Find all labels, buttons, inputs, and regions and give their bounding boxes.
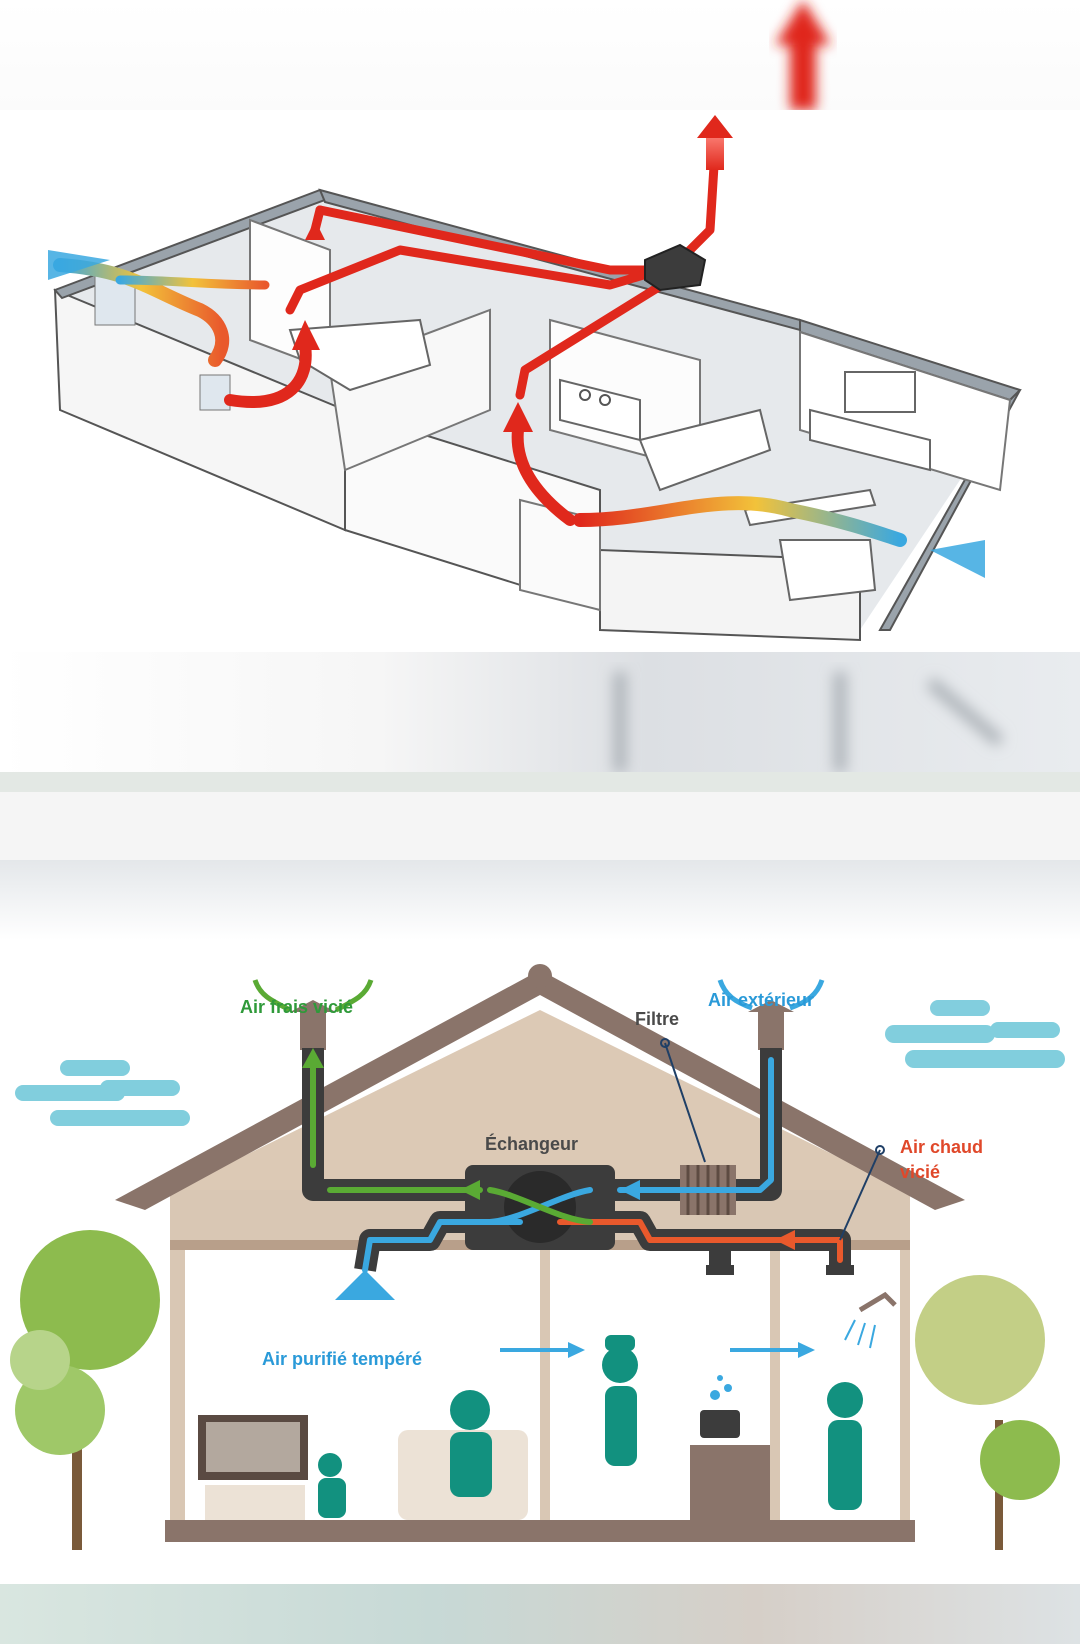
supply-vent-icon <box>335 1270 395 1300</box>
chimney-right-cap <box>748 1000 794 1012</box>
cloud-icon <box>15 1060 190 1126</box>
apartment-ventilation-svg <box>48 115 1022 642</box>
stove-burner <box>599 394 611 406</box>
chimney-left-cap <box>290 1000 336 1012</box>
exhaust-arrow-shaft <box>706 130 724 170</box>
duct-branch <box>285 245 665 315</box>
label-air-purifie-tempere: Air purifié tempéré <box>262 1349 422 1369</box>
filtre-leader-dot <box>660 1038 670 1048</box>
fresh-air-arrow-icon <box>930 540 985 578</box>
stove <box>690 1445 770 1520</box>
fresh-flow-right <box>573 496 907 547</box>
person-child-icon <box>318 1453 342 1477</box>
bathtub <box>288 318 432 392</box>
ventilation-unit <box>644 243 707 292</box>
apartment-ventilation-diagram <box>0 110 1080 652</box>
flow-arrowhead-icon <box>620 1180 640 1200</box>
label-echangeur: Échangeur <box>485 1133 578 1154</box>
chimney-right <box>758 1010 784 1050</box>
sofa <box>638 408 772 492</box>
fresh-flow-left <box>53 258 230 367</box>
flow-fresh-blue <box>617 1057 774 1193</box>
label-air-chaud-vicie-line1: Air chaud <box>900 1137 983 1157</box>
blurred-top-strip <box>0 0 1080 110</box>
extract-arrowhead-icon <box>292 320 320 350</box>
flow-supply-blue <box>362 1219 523 1273</box>
shower-icon <box>858 1291 897 1313</box>
house-foundation <box>165 1520 915 1542</box>
tv-icon <box>844 371 916 413</box>
label-air-chaud-vicie-line2: vicié <box>900 1162 940 1182</box>
person-shower-icon <box>827 1382 863 1418</box>
partition-center <box>328 308 491 472</box>
roof-ridge-cap <box>528 964 552 988</box>
filtre-leader-line <box>664 1042 706 1163</box>
fresh-intake-arrow-icon <box>789 979 825 1011</box>
air-chaud-leader-line <box>839 1149 881 1241</box>
label-air-exterieur: Air extérieur <box>708 990 814 1010</box>
person-adult-icon <box>450 1390 490 1430</box>
extract-vent <box>826 1265 854 1275</box>
attic <box>175 1010 905 1190</box>
cloud-icon <box>885 1000 1065 1068</box>
person-child-body <box>318 1478 346 1518</box>
fresh-intake-arrow-icon <box>717 979 753 1011</box>
flow-exchange-cross <box>487 1187 593 1225</box>
blurred-walls-decoration <box>0 672 1080 792</box>
tv-stand <box>205 1485 305 1520</box>
tv-unit <box>809 408 931 472</box>
tree-icon <box>915 1275 1060 1550</box>
chef-hat <box>605 1335 635 1351</box>
extract-vent <box>706 1265 734 1275</box>
duct-kitchen <box>515 275 675 400</box>
person-cook-icon <box>602 1347 638 1383</box>
extract-arrow-kitchen <box>511 424 576 526</box>
room-flow-arrowhead-icon <box>568 1342 585 1358</box>
flow-arrowhead-icon <box>460 1180 480 1200</box>
air-chaud-leader-dot <box>875 1145 885 1155</box>
person-shower-body <box>828 1420 862 1510</box>
person-cook-body <box>605 1386 637 1466</box>
extract-arrowhead-icon <box>503 402 533 432</box>
blurred-bottom-strip <box>0 1584 1080 1644</box>
armchair <box>778 539 877 602</box>
blurred-middle-strip <box>0 652 1080 792</box>
separator-band <box>0 792 1080 860</box>
label-filtre: Filtre <box>635 1009 679 1029</box>
stove-burner <box>579 389 591 401</box>
room-flow-arrowhead-icon <box>798 1342 815 1358</box>
exhaust-arrow-icon <box>697 115 733 138</box>
tree-icon <box>10 1230 160 1550</box>
steam-bubbles <box>710 1375 732 1400</box>
label-air-frais-vicie: Air frais vicié <box>240 997 353 1017</box>
tv-screen <box>206 1422 300 1472</box>
extract-arrow-bathroom <box>224 339 312 408</box>
shower-water <box>844 1319 876 1349</box>
fresh-air-arrow-icon <box>48 250 110 280</box>
house-ventilation-svg: Air frais vicié Filtre Air extérieur Éch… <box>10 964 1065 1550</box>
chimney-left <box>300 1010 326 1050</box>
partition-front <box>519 498 601 612</box>
house-ventilation-diagram: Air frais vicié Filtre Air extérieur Éch… <box>0 940 1080 1584</box>
blurred-exhaust-arrow-icon <box>775 0 831 110</box>
person-adult-body <box>450 1432 492 1497</box>
window-left-small <box>199 374 231 411</box>
fresh-flow-left-upper <box>115 275 270 290</box>
flow-arrowhead-icon <box>775 1230 795 1250</box>
cooking-pot-icon <box>700 1410 740 1438</box>
blurred-lower-strip <box>0 860 1080 940</box>
stale-exhaust-arrow-icon <box>252 979 292 1013</box>
extract-arrowhead-icon <box>305 220 325 240</box>
flow-arrowhead-icon <box>302 1048 324 1068</box>
flow-extract-orange <box>557 1219 843 1263</box>
stale-exhaust-arrow-icon <box>334 979 374 1013</box>
